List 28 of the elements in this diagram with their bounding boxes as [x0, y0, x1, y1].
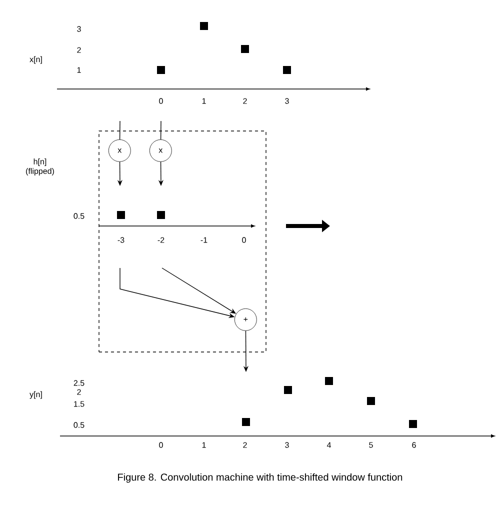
axis-label: y[n] [30, 391, 42, 399]
axis-label: 3 [77, 26, 81, 32]
axis-label: 1.5 [74, 401, 84, 407]
axis-label: 2 [243, 98, 247, 104]
axis-label: 6 [412, 442, 416, 448]
caption: Figure 8. Convolution machine with time-shifted window function [118, 473, 402, 483]
axis-label: 1 [77, 67, 81, 73]
axis-label: 0 [242, 237, 246, 243]
axis-label: 2 [77, 47, 81, 53]
axis-label: 1 [202, 442, 206, 448]
axis-label: 0 [159, 98, 163, 104]
axis-label: 3 [285, 98, 289, 104]
axis-label: h[n] (flipped) [26, 158, 54, 176]
axis-label: 3 [285, 442, 289, 448]
axis-label: -2 [158, 237, 164, 243]
axis-label: 0 [159, 442, 163, 448]
axis-label: 2 [243, 442, 247, 448]
axis-label: -3 [118, 237, 124, 243]
axis-label: 5 [369, 442, 373, 448]
axis-label: 2.5 [74, 380, 84, 386]
axis-label: x[n] [30, 56, 42, 64]
axis-label: 2 [77, 389, 81, 395]
axis-label: 4 [326, 442, 331, 448]
axis-label: 0.5 [74, 422, 84, 428]
axis-label: 1 [202, 98, 206, 104]
axis-label: -1 [200, 237, 208, 243]
window-frame [98, 130, 266, 352]
axis-label: 0.5 [74, 213, 84, 219]
